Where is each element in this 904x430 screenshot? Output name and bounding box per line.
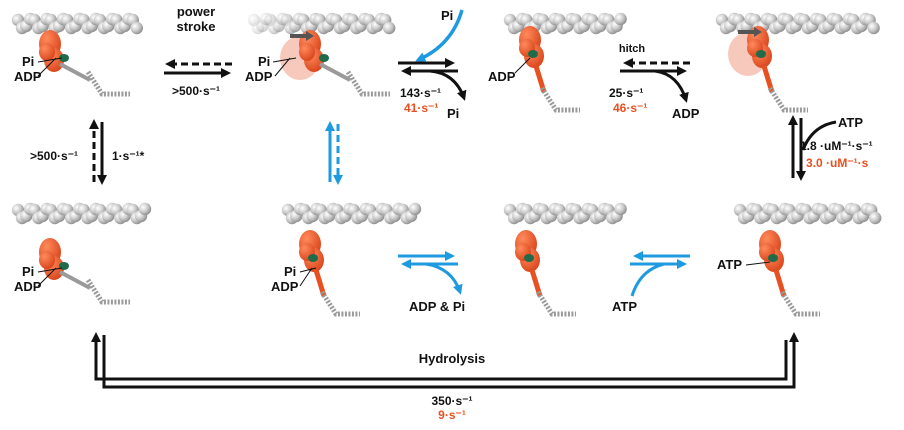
adp-label: ADP [271,279,299,294]
nucleotide-icon [59,54,69,62]
rate-label-red: 9·s⁻¹ [438,408,466,422]
actin-filament-icon [11,12,143,35]
pi-out-curve [429,69,467,101]
pi-label: Pi [258,54,270,69]
pi-label: Pi [441,8,453,23]
actin-filament-icon [503,12,627,35]
nucleotide-icon [524,254,534,262]
rate-label: 1.8 ·uM⁻¹·s⁻¹ [800,139,873,153]
nucleotide-icon [768,254,778,262]
rate-label: 143·s⁻¹ [400,86,441,100]
pi-label: Pi [22,54,34,69]
pi-in-curve [415,9,464,62]
pointer-line [299,267,317,287]
hydrolysis-reverse-arrow [102,332,799,389]
rate-label: >500·s⁻¹ [172,84,220,98]
actin-filament-icon [281,202,422,225]
power-stroke-label: stroke [176,19,215,34]
nucleotide-icon [319,54,329,62]
rate-label: 1·s⁻¹* [112,149,145,163]
actin-filament-icon [11,202,152,225]
lever-arm-icon [319,290,360,317]
shift-arrow-icon [738,27,762,37]
actin-filament-icon [247,12,396,35]
nucleotide-icon [59,262,69,270]
adp-out-curve [654,69,689,103]
pi-label: Pi [22,264,34,279]
pi-label: Pi [447,106,459,121]
adp-and-pi-label: ADP & Pi [409,299,465,314]
nucleotide-icon [756,50,766,58]
atp-in-curve [630,262,665,297]
lever-arm-icon [535,290,576,317]
myosin-head-icon [519,26,580,113]
rate-label: 25·s⁻¹ [609,86,643,100]
lever-arm-icon [767,86,808,113]
rate-label-red: 46·s⁻¹ [613,101,647,115]
lever-arm-icon [85,278,130,305]
myosin-head-icon [759,230,820,317]
atp-label: ATP [717,257,742,272]
nucleotide-icon [528,50,538,58]
myosin-head-icon [280,30,390,97]
adp-label: ADP [672,106,700,121]
rate-label-red: 3.0 ·uM⁻¹·s [806,156,869,170]
rate-label-red: 41·s⁻¹ [404,101,438,115]
actin-filament-icon [733,202,882,225]
nucleotide-icon [308,254,318,262]
adp-label: ADP [14,279,42,294]
actin-filament-icon [715,12,880,35]
power-stroke-label: power [177,4,215,19]
pi-label: Pi [284,264,296,279]
lever-arm-icon [779,290,820,317]
atp-label: ATP [838,115,863,130]
myosin-head-icon [728,26,808,113]
lever-arm-icon [539,86,580,113]
adp-label: ADP [488,69,516,84]
atp-in-curve [801,120,837,151]
lever-arm-icon [85,70,130,97]
rate-label: 350·s⁻¹ [431,394,472,408]
adp-label: ADP [14,69,42,84]
hitch-label: hitch [619,43,646,55]
adp-pi-out-curve [425,262,463,295]
atp-label: ATP [612,299,637,314]
pointer-line [514,57,531,74]
pointer-line [272,57,297,77]
myosin-head-icon [299,230,360,317]
rate-label: >500·s⁻¹ [30,149,78,163]
hydrolysis-label: Hydrolysis [419,351,485,366]
actin-filament-icon [503,202,627,225]
myosin-head-icon [515,230,576,317]
adp-label: ADP [245,69,273,84]
pointer-line [37,57,63,77]
hydrolysis-forward-arrow [91,332,788,381]
pointer-line [37,267,63,287]
lever-arm-icon [345,70,390,97]
myosin-head-icon [39,238,130,305]
pointer-line [745,261,771,266]
shift-arrow-icon [290,31,314,41]
